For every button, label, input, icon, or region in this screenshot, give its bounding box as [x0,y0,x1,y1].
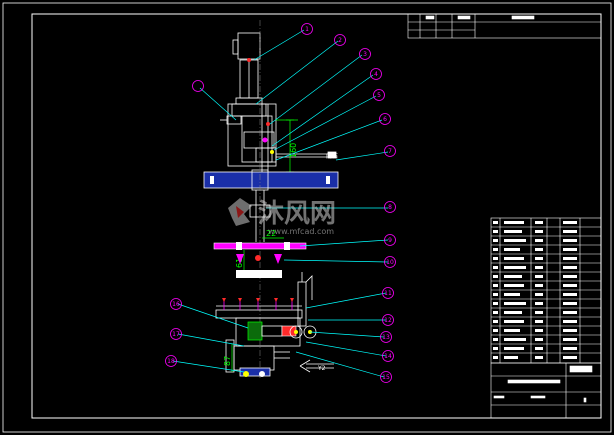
callout-9: 9 [388,237,392,244]
upper-frame [227,103,277,175]
callout-balloons [165,23,396,383]
dim-label-87: 87 [223,356,232,366]
dim-label-61: 61 [235,258,244,268]
callout-13: 13 [382,334,390,341]
callout-18: 18 [167,358,175,365]
parts-list-text-blocks [493,221,577,359]
revision-table [407,13,602,39]
callout-14: 14 [384,353,392,360]
callout-4: 4 [374,71,378,78]
motion-label-right: 向右 [326,152,338,160]
callout-15: 15 [382,374,390,381]
callout-11: 11 [384,290,392,297]
callout-numbers: 1 2 3 4 5 6 7 8 9 10 11 12 13 14 15 16 1… [167,26,394,381]
nozzles [236,254,282,264]
rotating-plate [213,242,307,250]
motor [231,32,267,117]
watermark-brand: 沐风网 [258,199,336,229]
spindle [249,20,271,380]
dim-label-22: 22 [266,229,276,238]
blue-base-plate [203,169,339,191]
callout-8: 8 [388,204,392,211]
lower-mechanism [235,317,317,347]
callout-1: 1 [305,26,309,33]
callout-2: 2 [338,37,342,44]
base-block [225,339,290,377]
callout-10: 10 [386,259,394,266]
side-knob [220,115,242,125]
leader-lines [172,29,389,378]
callout-5: 5 [377,92,381,99]
callout-17: 17 [172,331,180,338]
conveyor [215,300,303,319]
dim-label-160: 160 [289,143,298,158]
title-block [490,362,602,419]
red-markers [222,298,294,302]
parts-list-table [490,217,602,364]
callout-7: 7 [388,148,392,155]
motion-label-left: Y2 [317,365,326,372]
right-arm [297,272,313,327]
callout-6: 6 [383,116,387,123]
watermark-url: www.mfcad.com [268,227,334,236]
callout-3: 3 [363,51,367,58]
callout-12: 12 [384,317,392,324]
drawing-frame [31,13,602,419]
motion-arrow [299,359,334,373]
watermark: 沐风网 www.mfcad.com [228,198,336,236]
lower-bar [236,270,282,278]
callout-16: 16 [172,301,180,308]
